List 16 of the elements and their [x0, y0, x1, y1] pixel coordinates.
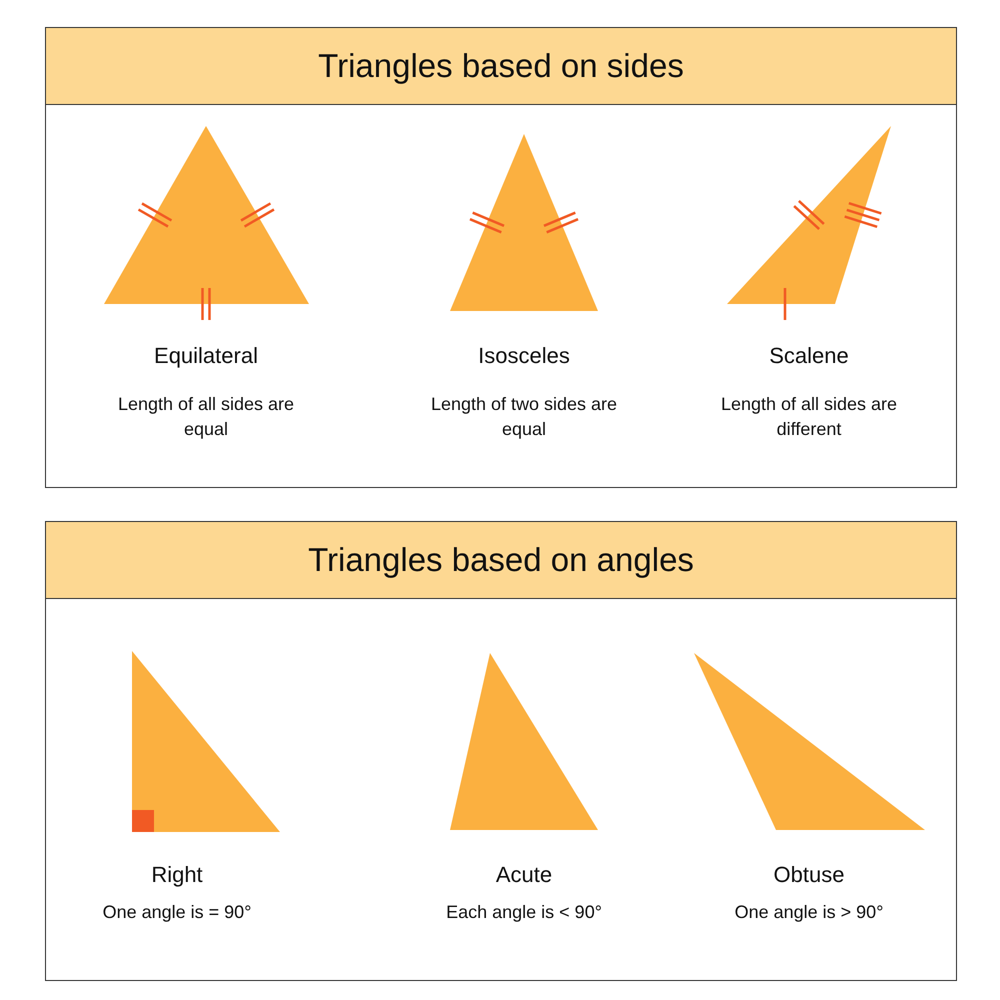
triangle-name: Scalene	[768, 342, 850, 370]
triangle-name: Right	[150, 861, 204, 889]
triangle-description: Each angle is < 90°	[445, 901, 603, 924]
triangle-description: Length of two sides are equal	[430, 393, 618, 442]
panel-title: Triangles based on angles	[308, 541, 694, 579]
triangle-name: Equilateral	[153, 342, 259, 370]
panel-title: Triangles based on sides	[318, 47, 684, 85]
category-panel	[45, 27, 957, 488]
triangle-description: One angle is > 90°	[734, 901, 884, 924]
triangle-name: Acute	[494, 861, 554, 889]
triangle-name: Obtuse	[772, 861, 846, 889]
triangle-description: One angle is = 90°	[102, 901, 252, 924]
triangle-name: Isosceles	[477, 342, 571, 370]
triangle-description: Length of all sides are equal	[116, 393, 296, 442]
category-panel	[45, 521, 957, 981]
triangle-description: Length of all sides are different	[720, 393, 898, 442]
